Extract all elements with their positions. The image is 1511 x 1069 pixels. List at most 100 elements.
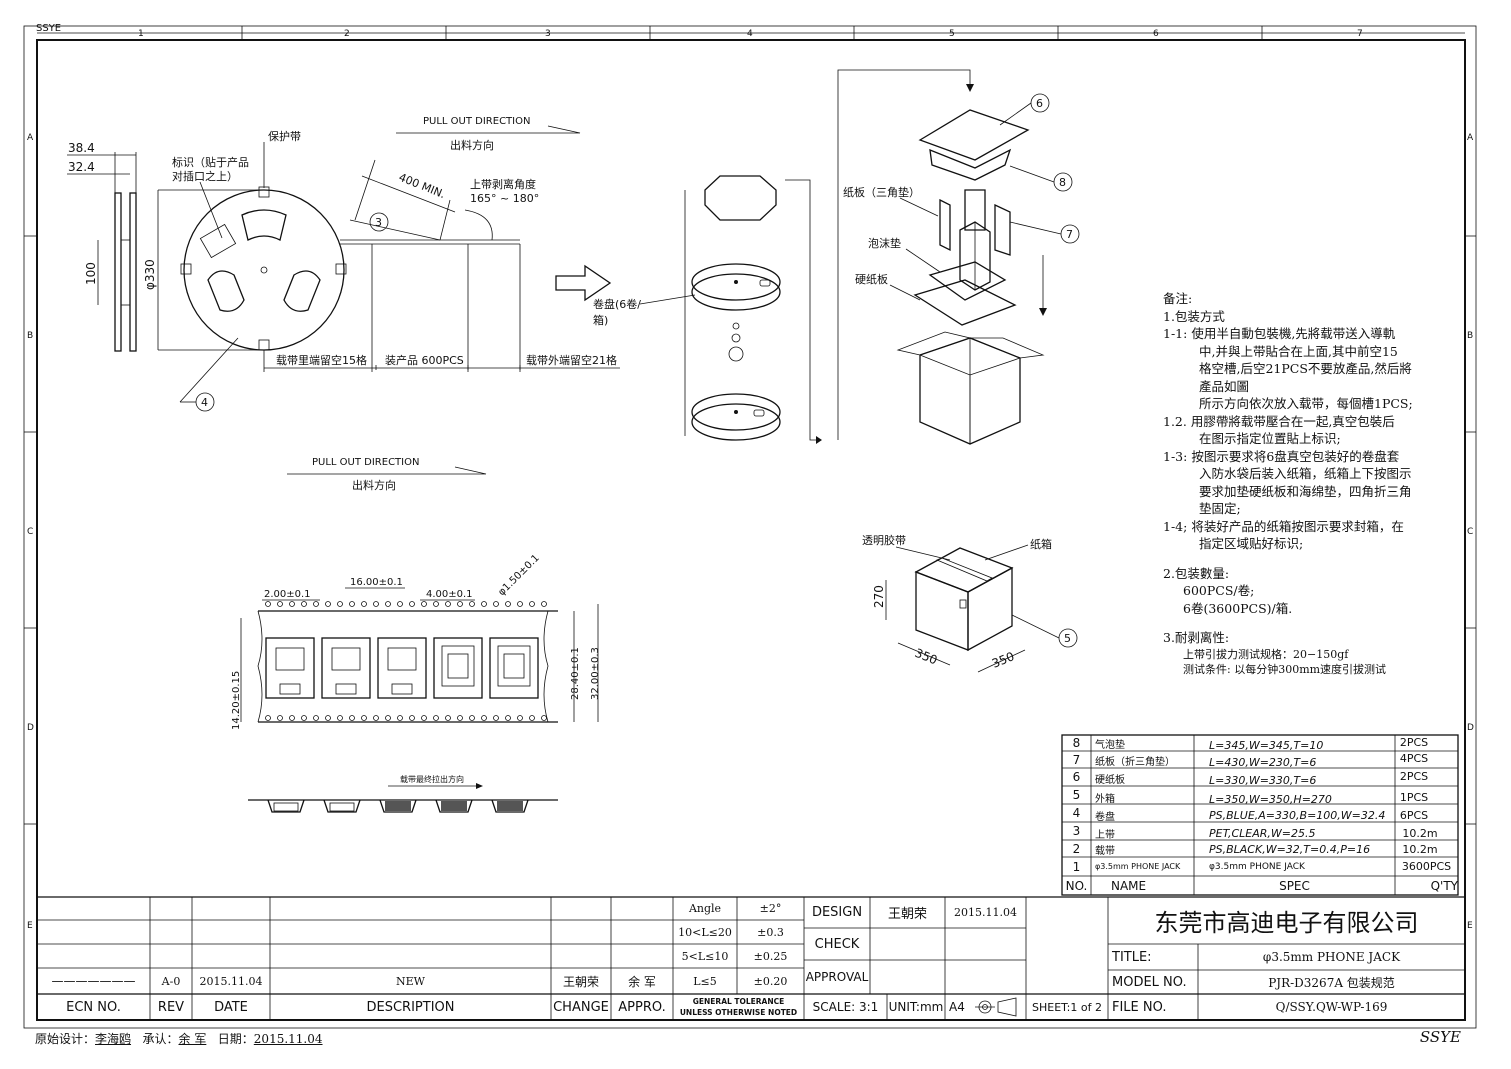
bom-name: 纸板（折三角垫） <box>1095 757 1175 768</box>
bom-name: 气泡垫 <box>1095 739 1125 751</box>
bom-qty: 6PCS <box>1399 808 1429 822</box>
callout-5: 5 <box>1064 632 1071 645</box>
note-3: 3.耐剥离性: <box>1163 630 1230 645</box>
drawing-frame <box>23 25 1477 1029</box>
model-value: PJR-D3267A 包装规范 <box>1268 975 1395 990</box>
company-name: 东莞市高迪电子有限公司 <box>1154 909 1419 937</box>
hdr-appro: APPRO. <box>618 999 666 1015</box>
note-1-3d: 垫固定; <box>1199 501 1241 516</box>
note-1-1d: 產品如圖 <box>1199 378 1250 394</box>
note-1: 1.包装方式 <box>1163 308 1225 324</box>
label-cardboard-tri: 纸板（三角垫） <box>843 185 920 199</box>
row-label: A <box>1467 133 1474 143</box>
dim-350-b: 350 <box>990 649 1016 671</box>
title-block-grid <box>37 896 1465 1020</box>
scale: SCALE: 3:1 <box>812 1000 879 1014</box>
bom-name: 硬纸板 <box>1095 774 1125 786</box>
callout-7: 7 <box>1066 228 1073 241</box>
callout-4: 4 <box>201 396 208 409</box>
note-1-1c: 格空槽,后空21PCS不要放產品,然后將 <box>1199 361 1412 376</box>
bom-header-spec: SPEC <box>1279 878 1310 893</box>
tape-side-profile <box>248 799 558 813</box>
design-label: DESIGN <box>811 905 863 920</box>
bom-no: 3 <box>1072 824 1081 838</box>
reel-tape-strip: 载带里端留空15格 装产品 600PCS 载带外端留空21格 400 MIN. … <box>263 159 620 372</box>
paper-size: A4 <box>949 1000 965 1014</box>
bom-spec: L=350,W=350,H=270 <box>1209 792 1332 806</box>
peel-range: 165° ~ 180° <box>470 192 539 205</box>
tol-3-val: ±0.20 <box>753 974 788 988</box>
pull-en-2: PULL OUT DIRECTION <box>312 457 419 468</box>
bom-no: 8 <box>1072 736 1081 750</box>
tol-3: L≤5 <box>693 974 717 988</box>
dim-38: 38.4 <box>68 141 95 155</box>
sprocket-holes-top <box>265 601 547 607</box>
reel-front-view: φ330 标识（贴于产品 对插口之上） 保护带 4 <box>143 129 347 412</box>
closed-carton: 透明胶带 纸箱 5 270 350 350 <box>862 533 1078 673</box>
col-label: 3 <box>545 29 551 39</box>
pull-en: PULL OUT DIRECTION <box>423 116 530 127</box>
hdr-desc: DESCRIPTION <box>366 999 455 1015</box>
tol-1: 10<L≤20 <box>678 925 732 939</box>
bom-header-qty: Q'TY <box>1430 878 1458 893</box>
bom-spec: L=330,W=330,T=6 <box>1209 773 1317 787</box>
dim-w2: 32.00±0.3 <box>590 647 601 700</box>
orig-name: 李海鸥 <box>95 1032 132 1046</box>
bom-name: 外箱 <box>1095 793 1115 805</box>
exploded-box-view: 纸板（三角垫） 泡沫垫 硬纸板 6 8 7 <box>837 69 1080 445</box>
tol-2: 5<L≤10 <box>681 949 729 963</box>
row-label: B <box>1467 331 1473 341</box>
note-1-2b: 在图示指定位置貼上标识; <box>1199 431 1341 446</box>
note-3a: 上带引拔力测试规格：20−150gf <box>1183 647 1349 661</box>
dim-100: 100 <box>84 262 98 285</box>
hdr-rev: REV <box>157 999 185 1015</box>
note-1-3b: 入防水袋后装入纸箱，纸箱上下按图示 <box>1199 466 1412 481</box>
designer-name: 王朝荣 <box>887 907 927 922</box>
dim-w1: 28.40±0.1 <box>570 647 581 700</box>
note-3b: 测试条件: 以每分钟300mm速度引拔测试 <box>1183 662 1387 676</box>
ssye-mark: SSYE <box>1419 1028 1461 1046</box>
label-carton: 纸箱 <box>1030 537 1052 551</box>
bom-header-name: NAME <box>1111 878 1147 893</box>
sheet: SHEET:1 of 2 <box>1032 1000 1102 1014</box>
bom-qty: 2PCS <box>1399 769 1429 783</box>
note-1-1e: 所示方向依次放入载带，每個槽1PCS; <box>1199 396 1413 411</box>
tol-2-val: ±0.25 <box>753 949 788 963</box>
rev-change: 王朝荣 <box>562 974 599 989</box>
reel-stack: 卷盘(6卷/ 箱) <box>593 175 822 444</box>
col-label: 1 <box>138 29 144 39</box>
row-label: B <box>27 331 33 341</box>
reel-side-view: 38.4 32.4 100 <box>67 141 137 352</box>
dim-330: φ330 <box>143 259 157 290</box>
title-label: TITLE: <box>1112 949 1152 965</box>
dim-w3: 14.20±0.15 <box>231 671 242 730</box>
rev-code: A-0 <box>161 974 181 988</box>
row-label: D <box>27 723 34 733</box>
row-label: E <box>27 921 33 931</box>
row-label: D <box>1467 723 1474 733</box>
bom-no: 4 <box>1072 806 1081 820</box>
note-1-3c: 要求加垫硬纸板和海绵垫，四角折三角 <box>1199 483 1412 499</box>
bom-qty: 10.2m <box>1402 843 1438 856</box>
note-2b: 6卷(3600PCS)/箱. <box>1183 600 1293 616</box>
approval-label: APPROVAL <box>805 970 869 984</box>
note-1-3: 1-3: 按图示要求将6盘真空包装好的卷盘套 <box>1163 448 1400 464</box>
callout-3: 3 <box>375 216 382 229</box>
final-direction-label: 载带最终拉出方向 <box>400 774 464 784</box>
tol-note-1: GENERAL TOLERANCE <box>692 996 785 1006</box>
bom-spec: φ3.5mm PHONE JACK <box>1209 861 1305 872</box>
note-1-4: 1-4; 将装好产品的纸箱按图示要求封箱，在 <box>1163 518 1404 534</box>
load-qty: 装产品 600PCS <box>385 353 464 367</box>
bom-spec: L=430,W=230,T=6 <box>1209 756 1317 769</box>
dim-p1: 16.00±0.1 <box>350 577 403 588</box>
bom-name: φ3.5mm PHONE JACK <box>1095 862 1181 871</box>
rev-date: 2015.11.04 <box>199 974 263 988</box>
lead-empty: 载带里端留空15格 <box>276 353 367 367</box>
tol-angle: Angle <box>688 902 722 915</box>
tol-note-2: UNLESS OTHERWISE NOTED <box>679 1007 798 1017</box>
label-mark: 标识（贴于产品 <box>172 155 249 169</box>
col-label: 4 <box>747 29 753 39</box>
bom-spec: PS,BLACK,W=32,T=0.4,P=16 <box>1209 843 1371 856</box>
carrier-tape-view: 2.00±0.1 16.00±0.1 4.00±0.1 φ1.50±0.1 28… <box>231 553 601 789</box>
pull-cn-2: 出料方向 <box>352 478 396 492</box>
